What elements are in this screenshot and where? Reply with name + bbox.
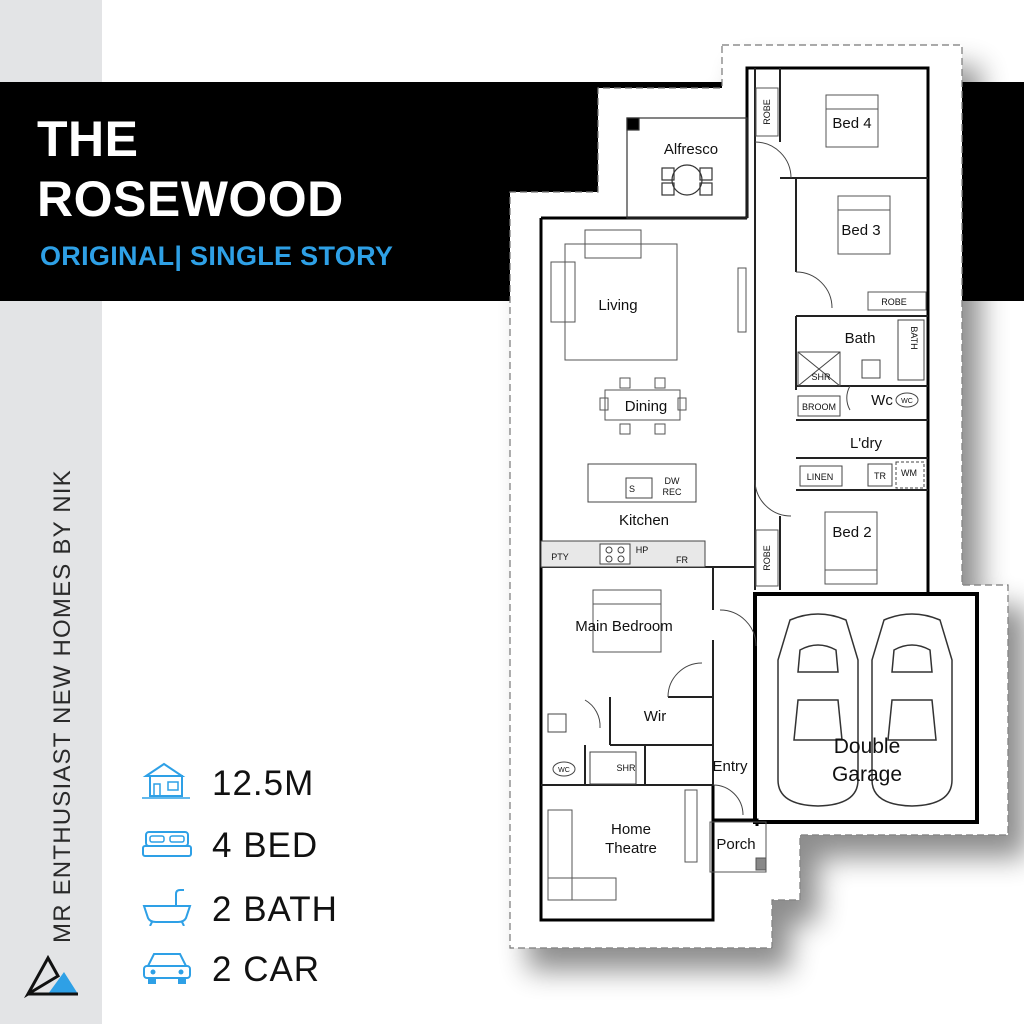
brand-logo-icon	[24, 954, 78, 998]
garage-cars	[777, 613, 953, 807]
label-living: Living	[598, 297, 637, 314]
spec-width: 12.5M	[140, 760, 380, 804]
label-robe-bed2: ROBE	[762, 545, 772, 571]
title-line-2: ROSEWOOD	[37, 171, 344, 227]
spec-beds-text: 4 BED	[212, 826, 319, 865]
title-line-1: THE	[37, 111, 139, 167]
house-width-icon	[142, 762, 190, 799]
fixture-labels: ROBE ROBE ROBE SHR BATH BROOM WC LINEN T…	[551, 99, 919, 774]
label-shr-ensuite: SHR	[811, 372, 831, 382]
label-tr: TR	[874, 471, 886, 481]
label-wm: WM	[901, 468, 917, 478]
spec-beds: 4 BED	[140, 822, 380, 866]
label-entry: Entry	[712, 758, 748, 775]
garage-walls	[753, 592, 979, 824]
car-icon	[143, 953, 191, 984]
room-labels: Alfresco Bed 4 Bed 3 Bed 2 Living Dining…	[575, 115, 902, 857]
label-dining: Dining	[625, 398, 668, 415]
label-kitchen: Kitchen	[619, 512, 669, 529]
label-main-bedroom: Main Bedroom	[575, 618, 673, 635]
label-bed4: Bed 4	[832, 115, 871, 132]
label-porch: Porch	[716, 836, 755, 853]
alfresco-area	[626, 117, 748, 219]
label-broom: BROOM	[802, 402, 836, 412]
theatre-furniture	[547, 789, 767, 901]
label-shr-main: SHR	[616, 763, 636, 773]
spec-width-text: 12.5M	[212, 764, 315, 803]
bathtub-icon	[142, 889, 192, 926]
label-dw: DW	[665, 476, 680, 486]
door-swings	[584, 141, 851, 816]
sidebar-brand-text: MR ENTHUSIAST NEW HOMES BY NIK	[49, 469, 76, 943]
label-bed3: Bed 3	[841, 222, 880, 239]
spec-cars-text: 2 CAR	[212, 950, 321, 989]
label-fr: FR	[676, 555, 688, 565]
label-bath-tub: BATH	[909, 326, 919, 349]
label-wir: Wir	[644, 708, 667, 725]
label-wc-pan: WC	[901, 398, 913, 405]
wet-area-fixtures	[547, 319, 925, 785]
kitchen-fixtures	[540, 463, 706, 568]
label-garage-line1: Double	[834, 735, 901, 758]
spec-baths-text: 2 BATH	[212, 890, 338, 929]
label-bath: Bath	[845, 330, 876, 347]
spec-baths: 2 BATH	[140, 886, 380, 930]
label-theatre-line1: Home	[611, 821, 651, 838]
label-theatre-line2: Theatre	[605, 840, 657, 857]
label-alfresco: Alfresco	[664, 141, 718, 158]
living-furniture	[550, 229, 747, 435]
label-rec: REC	[662, 487, 682, 497]
label-robe-bed4: ROBE	[762, 99, 772, 125]
label-linen: LINEN	[807, 472, 834, 482]
label-pty: PTY	[551, 552, 569, 562]
bedroom-furniture	[592, 87, 927, 653]
label-laundry: L'dry	[850, 435, 883, 452]
bed-icon	[142, 831, 192, 857]
label-wc-main: WC	[558, 767, 570, 774]
label-robe-bed3: ROBE	[881, 297, 907, 307]
subtitle: ORIGINAL| SINGLE STORY	[40, 241, 394, 271]
label-hp: HP	[636, 545, 649, 555]
label-bed2: Bed 2	[832, 524, 871, 541]
spec-cars: 2 CAR	[140, 946, 380, 990]
label-sink: S	[629, 484, 635, 494]
label-garage-line2: Garage	[832, 763, 902, 786]
label-wc: Wc	[871, 392, 893, 409]
